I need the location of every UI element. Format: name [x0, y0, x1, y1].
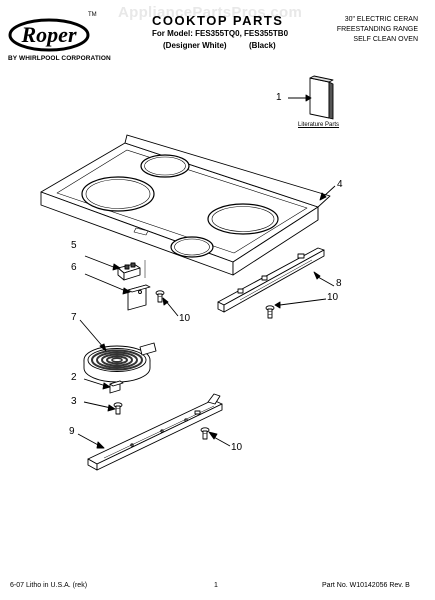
footer-part-number: Part No. W10142056 Rev. B — [322, 582, 410, 589]
leader-line-10a — [279, 298, 327, 306]
arrow-4 — [319, 192, 327, 201]
leader-line-5 — [84, 255, 117, 269]
page-title: COOKTOP PARTS — [152, 13, 284, 28]
logo-text: Roper — [21, 22, 77, 47]
leader-line-3 — [83, 401, 112, 409]
radiant-element — [83, 342, 157, 383]
element-screw — [113, 402, 123, 415]
terminal-block — [117, 262, 141, 281]
literature-parts-label: Literature Parts — [298, 122, 340, 128]
element-clip — [109, 380, 124, 394]
leader-line-2 — [83, 378, 107, 387]
brand-subtitle: BY WHIRLPOOL CORPORATION — [8, 55, 111, 62]
callout-2: 2 — [71, 372, 77, 383]
callout-7: 7 — [71, 312, 77, 323]
callout-9: 9 — [69, 426, 75, 437]
trademark-mark: TM — [88, 12, 97, 18]
callout-4: 4 — [337, 179, 343, 190]
leader-line-6 — [84, 273, 129, 293]
screw-right — [265, 305, 275, 319]
model-line: For Model: FES355TQ0, FES355TB0 — [152, 29, 289, 38]
callout-8: 8 — [336, 278, 342, 289]
roper-logo: Roper — [8, 18, 90, 52]
callout-10-bottom: 10 — [231, 442, 243, 453]
leader-line-8 — [317, 276, 335, 287]
leader-line-4 — [322, 185, 336, 198]
callout-3: 3 — [71, 396, 77, 407]
watermark-text: AppliancePartsPros.com — [118, 4, 303, 21]
arrow-8 — [313, 271, 321, 280]
screw-bottom — [200, 427, 210, 440]
footer-litho: 6-07 Litho in U.S.A. (rek) — [10, 582, 88, 589]
leader-line-9 — [77, 433, 101, 447]
product-line-2: FREESTANDING RANGE — [336, 26, 418, 33]
leader-line-7 — [79, 319, 105, 349]
callout-10-right: 10 — [327, 292, 339, 303]
callout-10-left: 10 — [179, 313, 191, 324]
literature-parts-booklet — [309, 75, 334, 120]
arrow-1 — [305, 94, 312, 102]
support-bar — [87, 393, 223, 471]
screw-left — [155, 290, 165, 303]
footer-page-number: 1 — [214, 582, 218, 589]
callout-1: 1 — [276, 92, 282, 103]
product-line-1: 30" ELECTRIC CERAN — [344, 16, 418, 23]
terminal-bracket — [127, 284, 151, 311]
variant-white: (Designer White) — [163, 41, 227, 50]
callout-5: 5 — [71, 240, 77, 251]
variant-black: (Black) — [249, 41, 276, 50]
cooktop-glass — [40, 134, 331, 278]
product-line-3: SELF CLEAN OVEN — [353, 36, 418, 43]
callout-6: 6 — [71, 262, 77, 273]
side-bracket — [217, 247, 325, 313]
